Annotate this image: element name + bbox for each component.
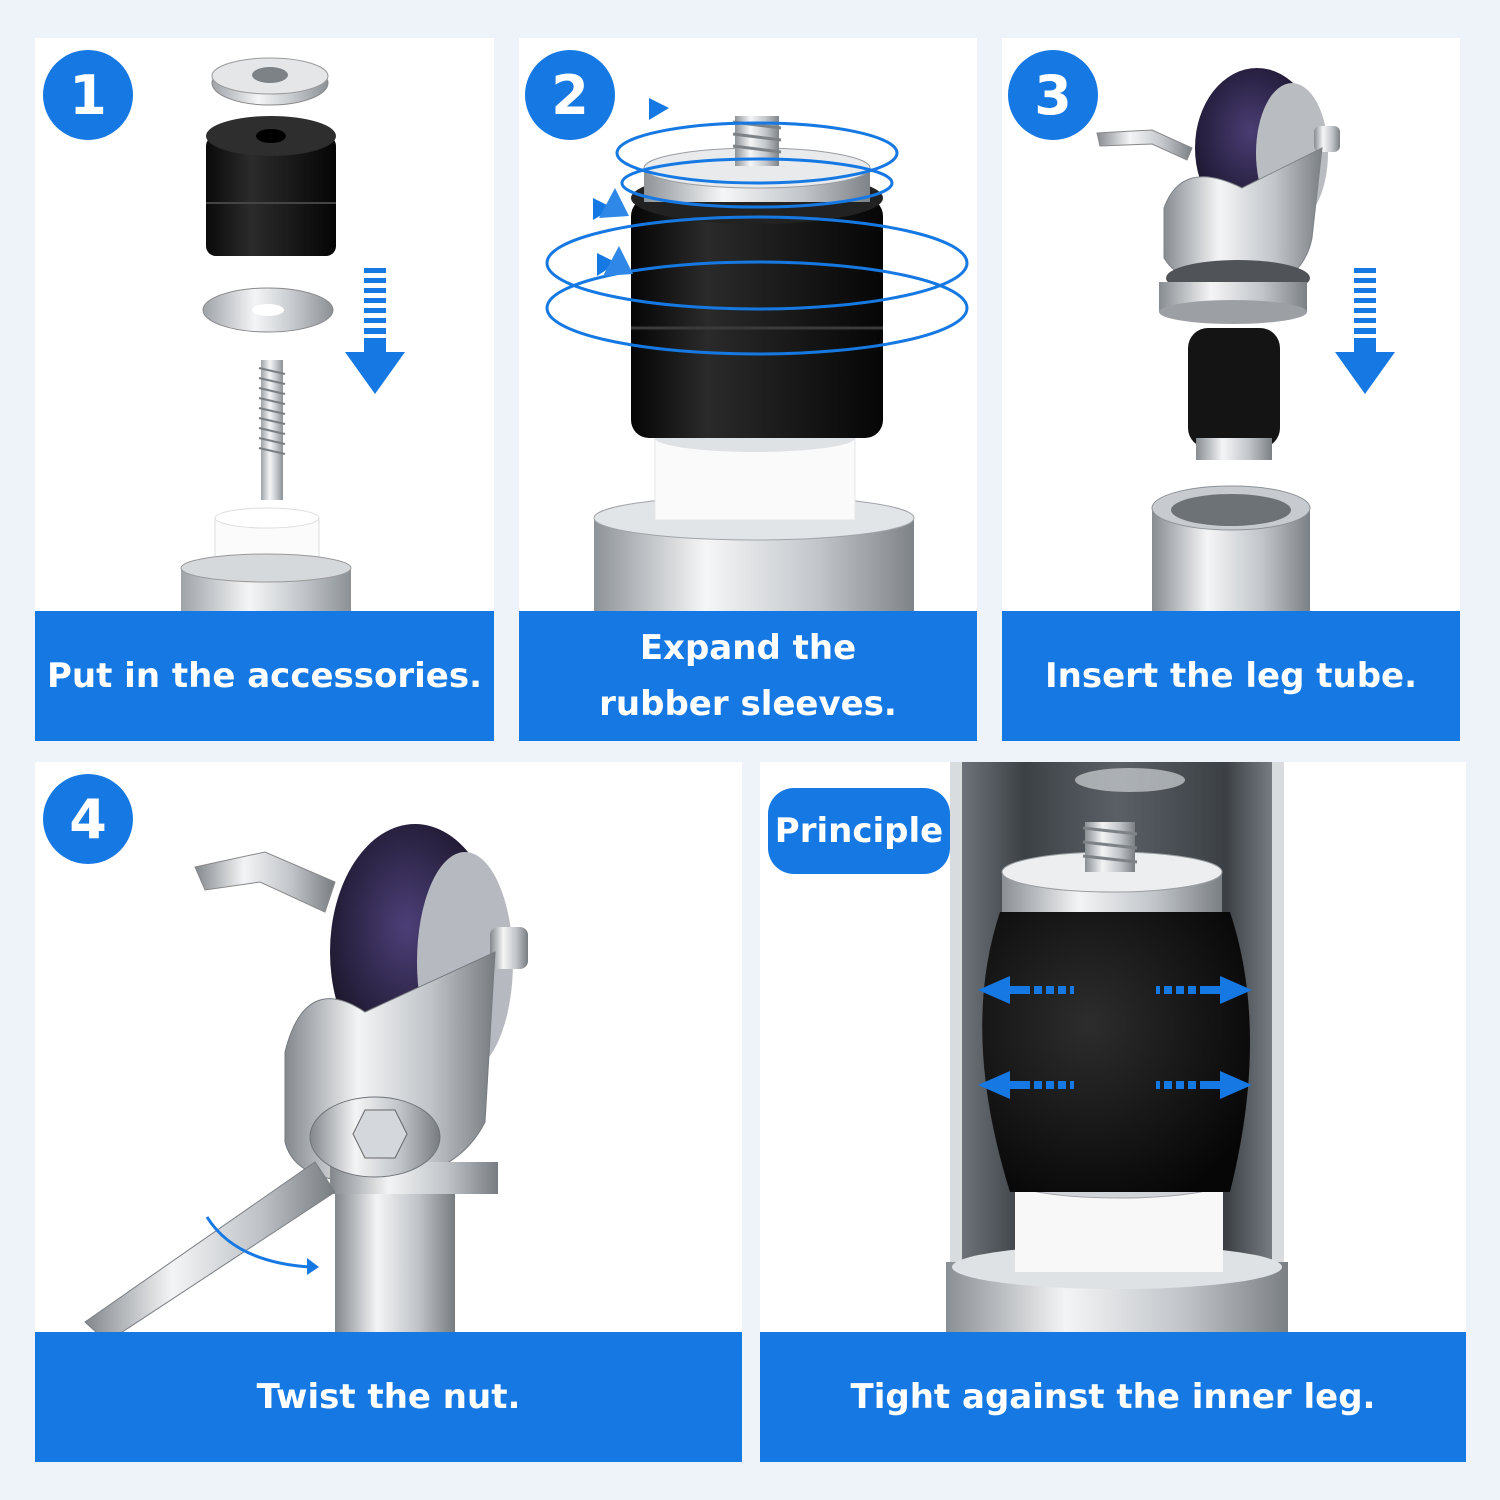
principle-badge: Principle xyxy=(768,788,950,874)
twist-arrow-icon xyxy=(35,762,36,763)
principle-caption: Tight against the inner leg. xyxy=(850,1377,1376,1417)
step-1-number: 1 xyxy=(43,50,133,140)
step-3-illustration xyxy=(1096,68,1340,612)
step-2-caption-line2: rubber sleeves. xyxy=(599,684,897,724)
step-2-caption: Expand the rubber sleeves. xyxy=(599,620,897,732)
principle-caption-box: Tight against the inner leg. xyxy=(760,1332,1466,1462)
step-2-caption-box: Expand the rubber sleeves. xyxy=(519,611,977,741)
step-3-caption-box: Insert the leg tube. xyxy=(1002,611,1460,741)
step-4-panel: 4 xyxy=(35,762,742,1334)
step-1-caption-box: Put in the accessories. xyxy=(35,611,494,741)
step-4-caption-box: Twist the nut. xyxy=(35,1332,742,1462)
step-4-illustration xyxy=(84,824,528,1334)
step-2-caption-line1: Expand the xyxy=(639,628,857,668)
principle-illustration xyxy=(946,762,1288,1334)
step-2-number: 2 xyxy=(525,50,615,140)
step-2-panel: 2 xyxy=(519,38,977,612)
principle-panel: Principle xyxy=(760,762,1466,1334)
expand-arrows-icon xyxy=(978,976,1252,1099)
down-arrow-icon xyxy=(345,268,405,394)
down-arrow-icon xyxy=(1335,268,1395,394)
step-3-caption: Insert the leg tube. xyxy=(1044,656,1418,696)
step-1-caption: Put in the accessories. xyxy=(46,656,483,696)
step-3-panel: 3 xyxy=(1002,38,1460,612)
step-1-panel: 1 xyxy=(35,38,494,612)
step-4-caption: Twist the nut. xyxy=(256,1377,521,1417)
rotation-arrows-icon xyxy=(519,38,520,39)
step-3-number: 3 xyxy=(1008,50,1098,140)
step-4-number: 4 xyxy=(43,774,133,864)
step-1-illustration xyxy=(180,57,352,612)
step-2-illustration xyxy=(545,98,969,612)
